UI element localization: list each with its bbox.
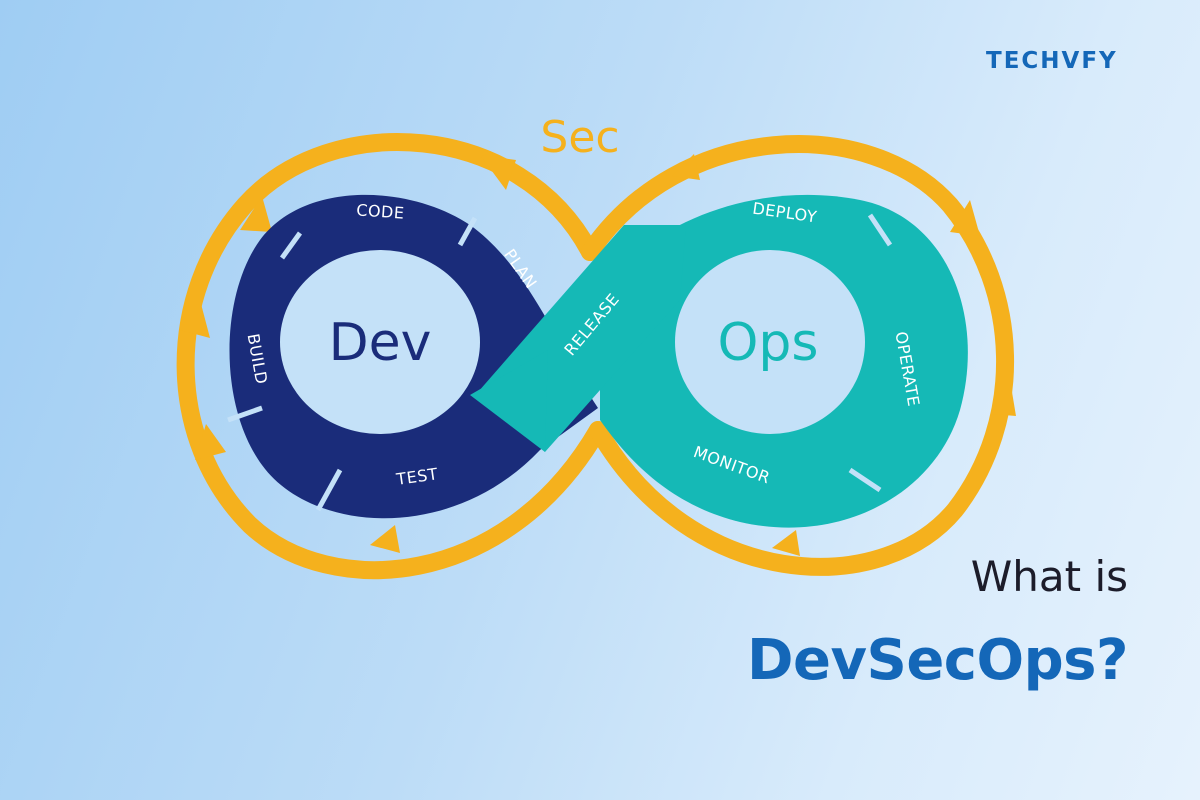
sec-outer-ring — [176, 133, 1015, 579]
dev-label: Dev — [329, 313, 432, 373]
ops-label: Ops — [717, 313, 818, 373]
release-arrowhead — [470, 350, 548, 452]
sec-label: Sec — [540, 112, 619, 163]
headline-devsecops: DevSecOps? — [747, 628, 1128, 693]
sec-arrowheads — [180, 154, 1016, 556]
dev-center — [280, 250, 480, 434]
ops-center — [675, 250, 865, 434]
stage-code: CODE — [356, 200, 405, 222]
brand-logo: TECHVFY — [986, 48, 1118, 74]
headline-what-is: What is — [970, 552, 1128, 601]
